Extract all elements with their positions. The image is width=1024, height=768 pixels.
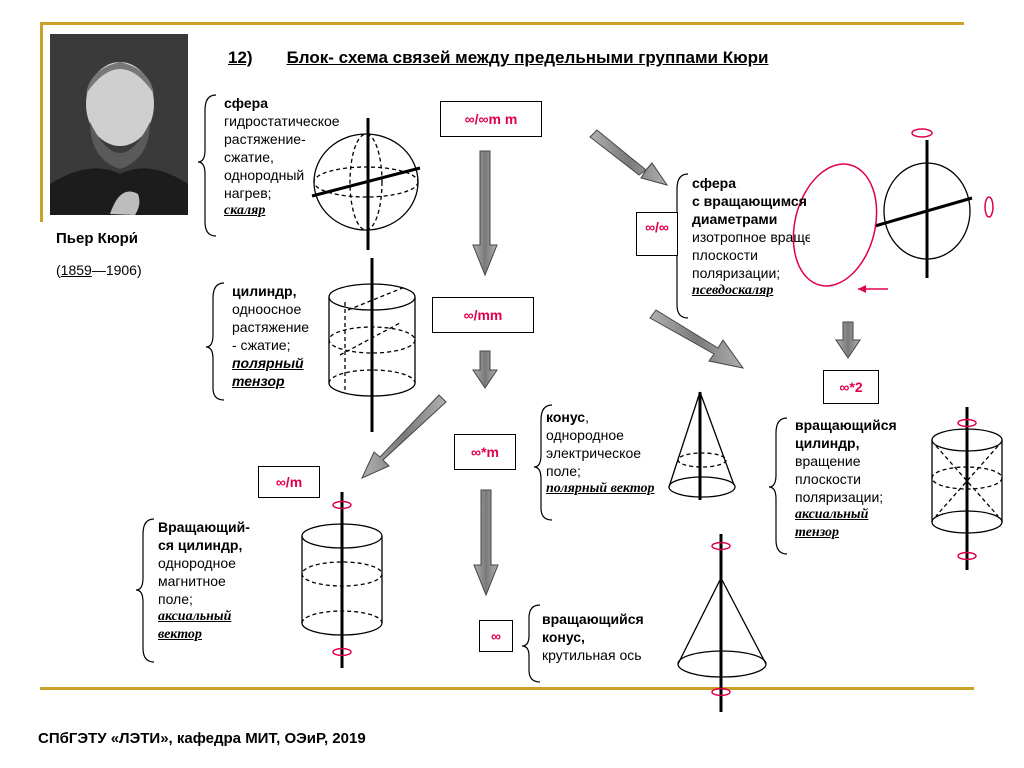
cylinder-term-1: полярный xyxy=(232,355,304,371)
cylinder-line-1: одноосное xyxy=(232,301,302,317)
sphere-line-1: гидростатическое xyxy=(224,113,340,129)
rotating-sphere-figure xyxy=(792,128,994,293)
cone-title: конус xyxy=(546,409,586,425)
rotating-sphere-term: псевдоскаляр xyxy=(692,283,774,298)
sphere-title: сфера xyxy=(224,95,268,111)
rot-cone-title-1: вращающийся xyxy=(542,611,644,627)
rot-cyl-tensor-term-2: тензор xyxy=(795,525,839,540)
portrait-name: Пьер Кюри́ xyxy=(56,230,139,247)
cone-line-3: поле; xyxy=(546,463,581,479)
title-text: Блок- схема связей между предельными гру… xyxy=(286,48,769,67)
rotating-sphere-line-3: поляризации; xyxy=(692,265,781,281)
title-number: 12) xyxy=(228,48,253,67)
sphere-figure xyxy=(311,118,421,250)
rot-cyl-vector-term-1: аксиальный xyxy=(158,609,232,624)
cone-term: полярный вектор xyxy=(546,481,655,496)
rotating-cylinder-tensor-figure xyxy=(931,407,1003,570)
cone-line-2: электрическое xyxy=(546,445,642,461)
desc-rotating-cylinder-tensor: вращающийся цилиндр, вращение плоскости … xyxy=(795,416,897,542)
arrow-cyl-g6 xyxy=(360,394,447,479)
rotating-sphere-title-2: с вращающимся xyxy=(692,193,807,209)
rot-cyl-vector-term-2: вектор xyxy=(158,627,202,642)
group-box-g5: ∞*m xyxy=(454,434,516,470)
rot-cyl-vector-title-2: ся цилиндр, xyxy=(158,537,243,553)
group-box-g6: ∞/m xyxy=(258,466,320,498)
arrow-g2-g4 xyxy=(835,321,861,359)
top-border-line xyxy=(40,22,964,25)
rot-cyl-tensor-title-1: вращающийся xyxy=(795,417,897,433)
cylinder-line-2: растяжение xyxy=(232,319,310,335)
sphere-line-2: растяжение- xyxy=(224,131,306,147)
arrow-g3-g5 xyxy=(472,350,498,389)
rotating-sphere-line-2: плоскости xyxy=(692,247,758,263)
flow-arrows xyxy=(360,129,861,597)
left-border-line xyxy=(40,22,43,222)
rot-cyl-tensor-line-3: поляризации; xyxy=(795,489,884,505)
rot-cyl-tensor-title-2: цилиндр, xyxy=(795,435,860,451)
sphere-line-4: однородный xyxy=(224,167,305,183)
cylinder-figure xyxy=(328,258,416,432)
footer-text: СПбГЭТУ «ЛЭТИ», кафедра МИТ, ОЭиР, 2019 xyxy=(38,730,366,747)
group-box-g3: ∞/mm xyxy=(432,297,534,333)
rot-cone-title-2: конус, xyxy=(542,629,585,645)
desc-rotating-cylinder-vector: Вращающий- ся цилиндр, однородное магнит… xyxy=(158,518,250,644)
group-box-g4: ∞*2 xyxy=(823,370,879,404)
group-box-g7: ∞ xyxy=(479,620,513,652)
rot-cyl-tensor-line-1: вращение xyxy=(795,453,861,469)
desc-sphere: сфера гидростатическое растяжение- сжати… xyxy=(224,94,340,220)
arrow-g1-g2 xyxy=(589,129,669,186)
rot-cyl-tensor-term-1: аксиальный xyxy=(795,507,869,522)
rot-cone-line-1: крутильная ось xyxy=(542,647,642,663)
desc-rotating-sphere: сфера с вращающимся диаметрами изотропно… xyxy=(692,174,810,300)
desc-cylinder: цилиндр, одноосное растяжение - сжатие; … xyxy=(232,282,309,390)
sphere-term: скаляр xyxy=(224,203,266,218)
portrait-years: (1859—1906) xyxy=(56,262,142,278)
page-title: 12) Блок- схема связей между предельными … xyxy=(228,48,768,68)
portrait-photo xyxy=(50,34,188,215)
desc-cone: конус, однородное электрическое поле; по… xyxy=(546,408,655,498)
cone-line-1: однородное xyxy=(546,427,624,443)
rotating-cylinder-vector-figure xyxy=(301,492,383,668)
cylinder-title: цилиндр, xyxy=(232,283,297,299)
cylinder-term-2: тензор xyxy=(232,373,285,389)
rot-cyl-vector-line-1: однородное xyxy=(158,555,236,571)
cone-figure xyxy=(668,391,736,500)
year-birth: 1859 xyxy=(60,262,92,278)
sphere-line-5: нагрев; xyxy=(224,185,272,201)
group-box-g2: ∞/∞ xyxy=(636,212,678,256)
rotating-sphere-title-1: сфера xyxy=(692,175,736,191)
years-rest: —1906) xyxy=(91,262,142,278)
rotating-cone-figure xyxy=(677,534,767,712)
rot-cyl-vector-line-2: магнитное xyxy=(158,573,226,589)
rot-cyl-vector-title-1: Вращающий- xyxy=(158,519,250,535)
bottom-border-line xyxy=(40,687,974,690)
portrait-drawing xyxy=(50,34,188,215)
arrow-g5-g7 xyxy=(473,489,499,597)
rot-cyl-vector-line-3: поле; xyxy=(158,591,193,607)
arrow-g3-g4 xyxy=(649,309,745,369)
cylinder-line-3: - сжатие; xyxy=(232,337,291,353)
desc-rotating-cone: вращающийся конус, крутильная ось xyxy=(542,610,644,664)
years-open: ( xyxy=(56,262,61,278)
sphere-line-3: сжатие, xyxy=(224,149,274,165)
arrow-g1-g3 xyxy=(472,150,498,277)
rotating-sphere-line-1: изотропное вращение xyxy=(692,229,810,245)
cone-title-suffix: , xyxy=(585,409,589,425)
group-box-g1: ∞/∞m m xyxy=(440,101,542,137)
rotating-sphere-title-3: диаметрами xyxy=(692,211,778,227)
rot-cyl-tensor-line-2: плоскости xyxy=(795,471,861,487)
